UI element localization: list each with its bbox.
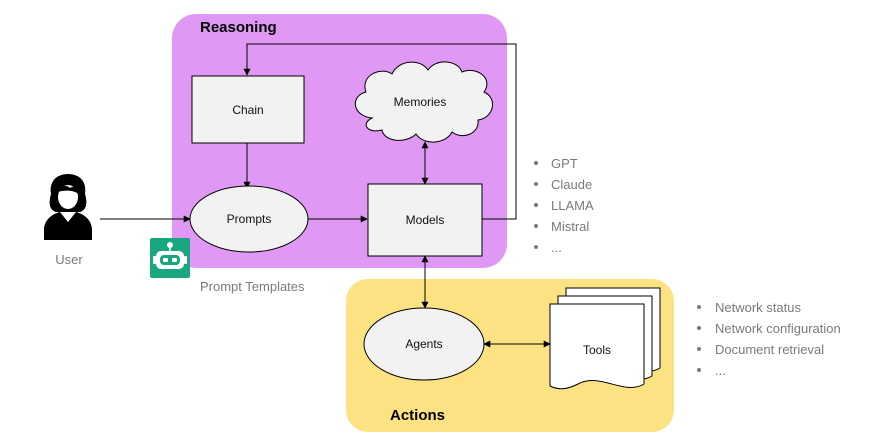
list-bullet (534, 161, 538, 165)
edge-models-chain-loop (243, 43, 517, 220)
model-list-item: Claude (551, 177, 592, 192)
model-list-item: ... (551, 240, 562, 255)
tools-node (549, 287, 661, 390)
prompts-node (189, 185, 309, 253)
list-bullet (697, 368, 701, 372)
list-bullet (534, 245, 538, 249)
memories-label: Memories (394, 95, 447, 109)
prompts-label: Prompts (227, 212, 272, 226)
robot-icon (150, 238, 190, 278)
list-bullet (534, 224, 538, 228)
list-bullet (534, 182, 538, 186)
model-list: GPT Claude LLAMA Mistral ... (534, 156, 594, 255)
models-label: Models (406, 213, 445, 227)
models-node (367, 183, 483, 257)
user-label: User (55, 252, 83, 267)
list-bullet (697, 347, 701, 351)
model-list-item: GPT (551, 156, 578, 171)
tools-label: Tools (583, 343, 611, 357)
tools-list: Network status Network configuration Doc… (697, 300, 841, 378)
agents-label: Agents (405, 337, 442, 351)
tools-list-item: Network configuration (715, 321, 841, 336)
tools-list-item: Network status (715, 300, 801, 315)
user-icon (44, 174, 92, 240)
model-list-item: LLAMA (551, 198, 594, 213)
reasoning-title: Reasoning (200, 19, 277, 36)
tools-list-item: ... (715, 363, 726, 378)
prompt-templates-label: Prompt Templates (200, 279, 305, 294)
agents-node (363, 307, 485, 381)
tools-list-item: Document retrieval (715, 342, 824, 357)
model-list-item: Mistral (551, 219, 589, 234)
chain-node (191, 75, 305, 144)
list-bullet (697, 326, 701, 330)
list-bullet (534, 203, 538, 207)
memories-cloud (355, 61, 493, 143)
actions-title: Actions (390, 407, 445, 424)
chain-label: Chain (232, 103, 263, 117)
list-bullet (697, 305, 701, 309)
